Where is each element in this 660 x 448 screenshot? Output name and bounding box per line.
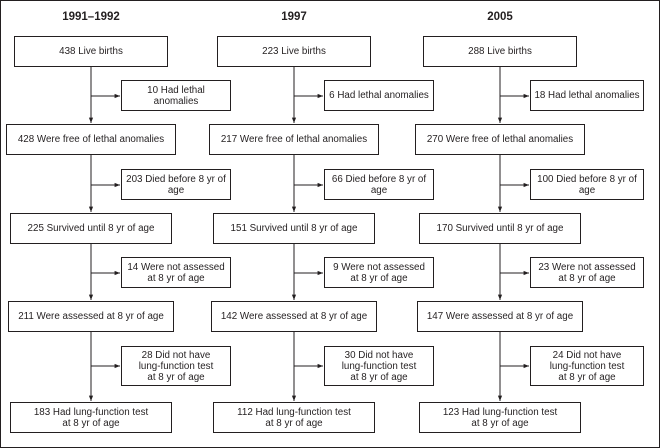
no-lung-test-box-1997: 30 Did not have lung-function test at 8 … [324,346,434,386]
survived-8yr-box-1991: 225 Survived until 8 yr of age [10,213,172,244]
lung-test-box-1991: 183 Had lung-function test at 8 yr of ag… [10,402,172,433]
died-before-8yr-box-2005: 100 Died before 8 yr of age [530,169,644,200]
year-heading-2005: 2005 [487,11,513,23]
not-assessed-box-2005: 23 Were not assessed at 8 yr of age [530,257,644,288]
no-lung-test-box-1991: 28 Did not have lung-function test at 8 … [121,346,231,386]
lung-test-box-1997: 112 Had lung-function test at 8 yr of ag… [213,402,375,433]
free-of-anomalies-box-2005: 270 Were free of lethal anomalies [415,124,585,155]
died-before-8yr-box-1991: 203 Died before 8 yr of age [121,169,231,200]
lung-test-box-2005: 123 Had lung-function test at 8 yr of ag… [419,402,581,433]
lethal-anomalies-box-1991: 10 Had lethal anomalies [121,80,231,111]
not-assessed-box-1991: 14 Were not assessed at 8 yr of age [121,257,231,288]
live-births-box-1997: 223 Live births [217,36,371,67]
free-of-anomalies-box-1991: 428 Were free of lethal anomalies [6,124,176,155]
assessed-8yr-box-1997: 142 Were assessed at 8 yr of age [211,301,377,332]
live-births-box-2005: 288 Live births [423,36,577,67]
died-before-8yr-box-1997: 66 Died before 8 yr of age [324,169,434,200]
year-heading-1997: 1997 [281,11,307,23]
live-births-box-1991: 438 Live births [14,36,168,67]
lethal-anomalies-box-2005: 18 Had lethal anomalies [530,80,644,111]
no-lung-test-box-2005: 24 Did not have lung-function test at 8 … [530,346,644,386]
assessed-8yr-box-1991: 211 Were assessed at 8 yr of age [8,301,174,332]
assessed-8yr-box-2005: 147 Were assessed at 8 yr of age [417,301,583,332]
free-of-anomalies-box-1997: 217 Were free of lethal anomalies [209,124,379,155]
year-heading-1991-1992: 1991–1992 [62,11,120,23]
survived-8yr-box-2005: 170 Survived until 8 yr of age [419,213,581,244]
lethal-anomalies-box-1997: 6 Had lethal anomalies [324,80,434,111]
not-assessed-box-1997: 9 Were not assessed at 8 yr of age [324,257,434,288]
survived-8yr-box-1997: 151 Survived until 8 yr of age [213,213,375,244]
